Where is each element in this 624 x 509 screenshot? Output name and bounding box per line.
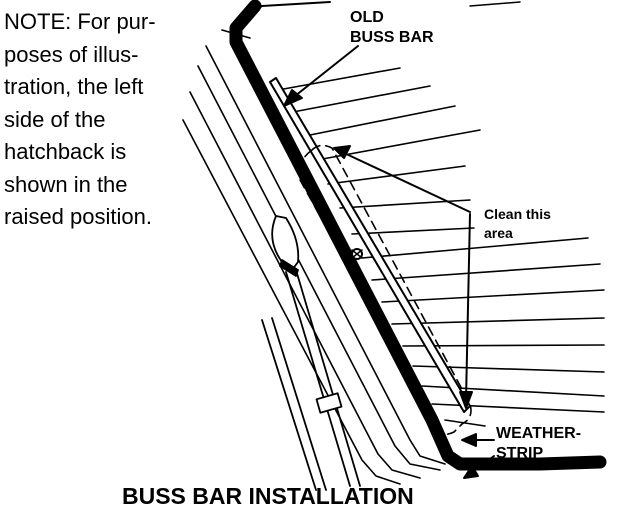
old-buss-bar-label: OLD BUSS BAR: [350, 8, 434, 48]
clean-area-outline: [298, 144, 472, 436]
note-line: NOTE: For pur-: [4, 9, 156, 34]
label-line: STRIP: [496, 445, 544, 462]
weatherstrip-label: WEATHER- STRIP: [496, 424, 581, 464]
leader-arrows: [283, 45, 495, 479]
label-line: BUSS BAR: [350, 29, 434, 46]
note-line: hatchback is: [4, 139, 127, 164]
note-line: tration, the left: [4, 74, 144, 99]
old-buss-bar: [269, 77, 471, 413]
label-line: OLD: [350, 9, 384, 26]
label-line: Clean this: [484, 206, 551, 222]
note-line: side of the: [4, 106, 106, 132]
connector-terminal: [351, 248, 363, 260]
body-edge-lines: [182, 29, 446, 485]
figure-caption: BUSS BAR INSTALLATION: [122, 483, 414, 509]
label-line: area: [484, 225, 513, 241]
defroster-grid-lines: [277, 67, 605, 427]
label-line: WEATHER-: [496, 425, 582, 442]
clean-area-label: Clean this area: [484, 205, 551, 243]
support-strut: [261, 215, 361, 491]
note-line: raised position.: [4, 204, 152, 229]
weatherstrip-band: [229, 0, 607, 471]
illustration-note: NOTE: For pur- poses of illus- tration, …: [4, 6, 204, 234]
note-line: shown in the: [4, 171, 128, 197]
note-line: poses of illus-: [4, 41, 139, 67]
